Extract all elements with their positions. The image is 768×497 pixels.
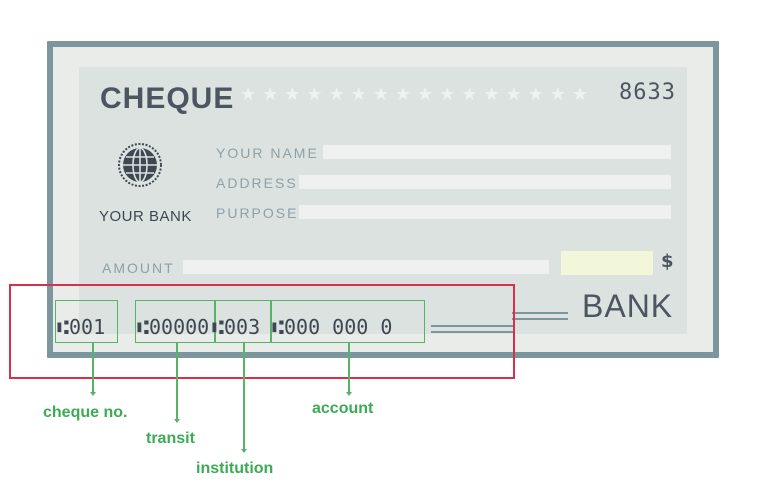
arrow-icon <box>90 392 96 396</box>
amount-line <box>183 260 549 274</box>
micr-transit: ⑆00000 <box>137 315 210 339</box>
name-label: YOUR NAME <box>216 145 319 161</box>
cheque-title: CHEQUE <box>100 82 235 115</box>
arrow-icon <box>174 419 180 423</box>
institution-segment <box>215 300 271 343</box>
bank-name: YOUR BANK <box>99 208 192 225</box>
purpose-label: PURPOSE <box>216 205 299 221</box>
amount-label: AMOUNT <box>102 260 175 276</box>
transit-label: transit <box>146 430 195 447</box>
currency-symbol: $ <box>661 251 674 272</box>
micr-account: ⑆000 000 0 <box>272 315 393 339</box>
transit-leader <box>176 343 178 420</box>
amount-box <box>561 251 653 275</box>
micr-line <box>431 331 515 333</box>
address-line <box>299 175 671 189</box>
globe-icon <box>118 143 162 187</box>
micr-line <box>431 325 515 327</box>
address-label: ADDRESS <box>216 175 298 191</box>
account-label: account <box>312 400 374 417</box>
institution-leader <box>243 343 245 450</box>
cheque-border <box>53 47 713 352</box>
cheque-no-leader <box>92 343 94 393</box>
institution-label: institution <box>196 460 274 477</box>
purpose-line <box>299 205 671 219</box>
arrow-icon <box>346 392 352 396</box>
decorative-stars: ★★★★★★★★★★★★★★★★ <box>240 84 595 105</box>
name-line <box>323 145 671 159</box>
account-segment <box>271 300 425 343</box>
cheque-number: 8633 <box>619 80 676 105</box>
cheque-no-label: cheque no. <box>43 404 128 421</box>
micr-highlight-box <box>9 284 515 379</box>
cheque-no-segment <box>55 300 118 343</box>
cheque-frame <box>47 41 719 358</box>
account-leader <box>348 343 350 393</box>
micr-institution: ⑆003 <box>212 315 261 339</box>
signature-line <box>512 312 568 314</box>
signature-line <box>512 318 568 320</box>
micr-cheque-no: ⑆001 <box>57 315 106 339</box>
transit-segment <box>135 300 215 343</box>
signature-bank: BANK <box>582 288 674 324</box>
arrow-icon <box>241 449 247 453</box>
cheque-body <box>79 67 687 334</box>
